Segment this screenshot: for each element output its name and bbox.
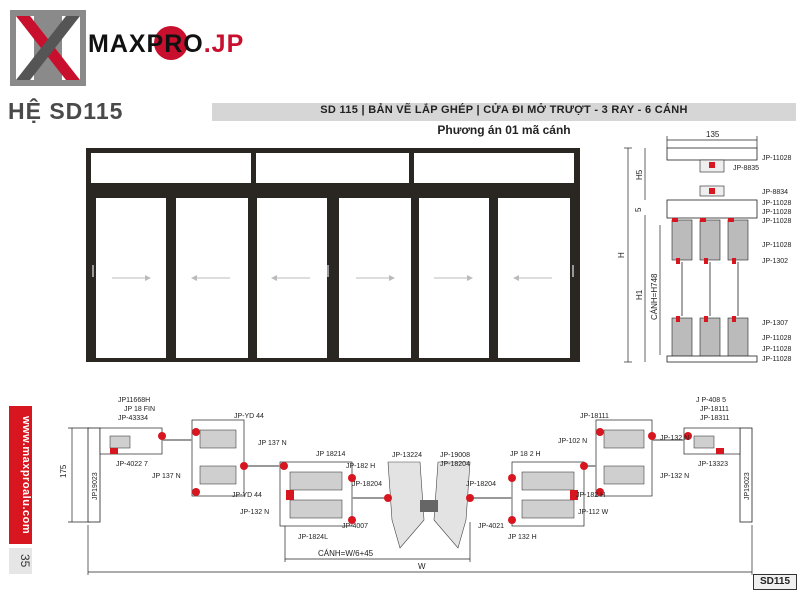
hlabel-l0: JP11668H xyxy=(118,397,150,404)
hlabel-l13: JP-1824L xyxy=(298,534,328,541)
hlabel-r14: JP-18111 xyxy=(700,406,729,413)
vlabel-0: JP-11028 xyxy=(762,155,792,162)
vlabel-6: JP-11028 xyxy=(762,242,792,249)
hlabel-l4: JP-YD 44 xyxy=(234,413,264,420)
dim-w: W xyxy=(418,562,426,571)
hlabel-l11: JP-18204 xyxy=(352,481,382,488)
hlabel-l12: JP-4007 xyxy=(342,523,368,530)
transom-glass-1 xyxy=(91,153,251,183)
jamb-left-label: JP19023 xyxy=(92,472,99,500)
system-title: HỆ SD115 xyxy=(8,98,124,124)
dim-h5: H5 xyxy=(635,169,644,180)
hlabel-r10: JP-18111 xyxy=(580,413,609,420)
dim-h1: H1 xyxy=(635,289,644,300)
hlabel-l2: JP-43334 xyxy=(118,415,148,422)
page-number: 35 xyxy=(9,548,32,574)
hlabel-l6: JP 137 N xyxy=(152,473,181,480)
doc-subtitle: Phương án 01 mã cánh xyxy=(437,123,571,137)
hlabel-r0: JP-19008 xyxy=(440,452,470,459)
hlabel-r6: JP-112 W xyxy=(578,509,609,516)
hlabel-l14: JP-13224 xyxy=(392,452,422,459)
hlabel-l10: JP-182 H xyxy=(346,463,375,470)
handle-2 xyxy=(327,265,329,277)
dim-5: 5 xyxy=(634,207,643,212)
hlabel-r12: JP-13323 xyxy=(698,461,728,468)
hlabel-r1: JP-18204 xyxy=(440,461,470,468)
hlabel-r13: JP-18311 xyxy=(700,415,730,422)
side-strip xyxy=(9,406,32,544)
corner-tag: SD115 xyxy=(753,574,797,590)
handle-3 xyxy=(572,265,574,277)
transom-glass-2 xyxy=(256,153,409,183)
vlabel-5: JP-11028 xyxy=(762,218,792,225)
vlabel-4: JP-11028 xyxy=(762,209,792,216)
outer-frame xyxy=(86,148,580,362)
hlabel-r11: JP-132 N xyxy=(660,435,689,442)
dim-sash-w: CÁNH=W/6+45 xyxy=(318,549,374,558)
vlabel-7: JP-1302 xyxy=(762,258,788,265)
vlabel-3: JP-11028 xyxy=(762,200,792,207)
sash-panels xyxy=(96,198,570,358)
vlabel-8: JP-1307 xyxy=(762,320,788,327)
brand-name: MAXPRO.JP xyxy=(88,30,244,59)
title-band xyxy=(212,103,796,121)
hlabel-l9: JP 18214 xyxy=(316,451,346,458)
hlabel-r3: JP 18 2 H xyxy=(510,451,541,458)
brand-suffix: .JP xyxy=(203,30,245,58)
hlabel-l7: JP-YD 44 xyxy=(232,492,262,499)
brand-main: MAXPRO xyxy=(88,30,204,58)
hlabel-l3: JP-4022 7 xyxy=(116,461,148,468)
hlabel-r2: JP-18204 xyxy=(466,481,496,488)
side-url: www.maxproalu.com xyxy=(20,415,32,535)
vlabel-1: JP-8835 xyxy=(733,165,759,172)
vlabel-9: JP-11028 xyxy=(762,335,792,342)
hlabel-r4: JP-4021 xyxy=(478,523,504,530)
dim-175: 175 xyxy=(59,464,68,478)
dim-sash-h: CÁNH=H748 xyxy=(650,273,659,320)
hlabel-r9: JP-102 N xyxy=(558,438,587,445)
hlabel-l5: JP 137 N xyxy=(258,440,287,447)
vlabel-11: JP-11028 xyxy=(762,356,792,363)
doc-title: SD 115 | BẢN VẼ LẮP GHÉP | CỬA ĐI MỞ TRƯ… xyxy=(320,104,688,116)
logo-icon xyxy=(10,10,86,86)
hlabel-r5: JP 132 H xyxy=(508,534,537,541)
hlabel-l8: JP-132 N xyxy=(240,509,269,516)
hlabel-r15: J P-408 5 xyxy=(696,397,726,404)
hlabel-r7: JP-182 H xyxy=(576,492,605,499)
hlabel-l1: JP 18 FIN xyxy=(124,406,155,413)
handle-1 xyxy=(92,265,94,277)
vlabel-10: JP-11028 xyxy=(762,346,792,353)
jamb-right-label: JP19023 xyxy=(744,472,751,500)
dim-135: 135 xyxy=(706,130,720,139)
vlabel-2: JP-8834 xyxy=(762,189,788,196)
dim-h: H xyxy=(617,252,626,258)
hlabel-r8: JP-132 N xyxy=(660,473,689,480)
transom-glass-3 xyxy=(414,153,574,183)
